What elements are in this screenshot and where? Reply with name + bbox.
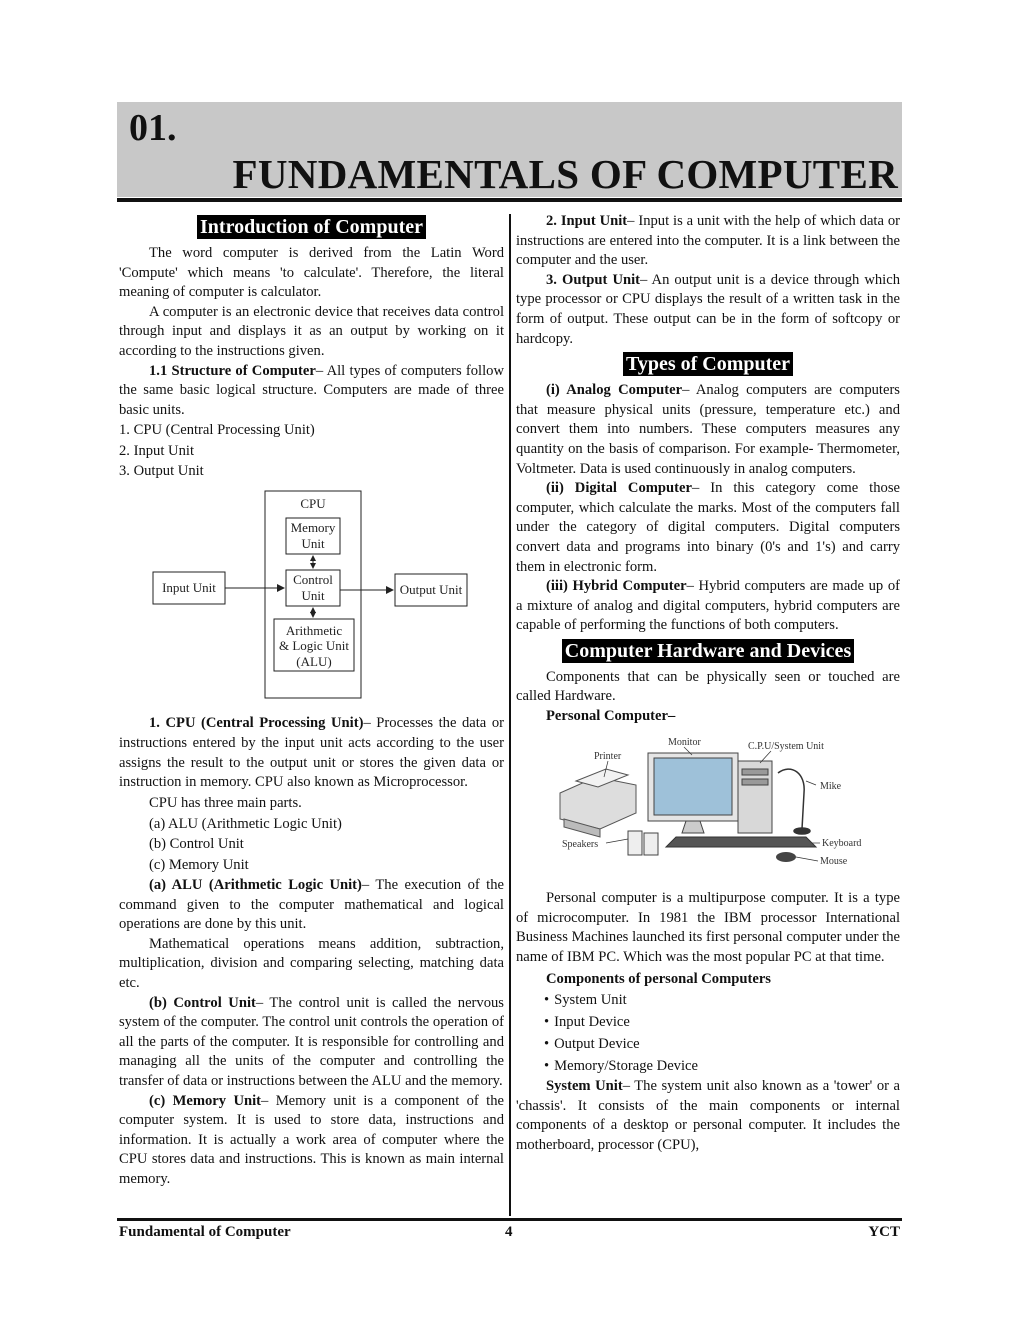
cpu-box <box>264 490 362 699</box>
components-list: System Unit Input Device Output Device M… <box>516 989 900 1077</box>
list-item: (a) ALU (Arithmetic Logic Unit) <box>149 815 342 832</box>
chapter-header: 01. FUNDAMENTALS OF COMPUTER <box>117 102 902 197</box>
list-item: (b) Control Unit <box>149 836 244 853</box>
chapter-title: FUNDAMENTALS OF COMPUTER <box>232 151 898 197</box>
page-number: 4 <box>505 1224 513 1240</box>
svg-text:Memory: Memory <box>291 520 336 535</box>
list-item: Memory/Storage Device <box>544 1055 900 1077</box>
cpu-system-unit-label: C.P.U/System Unit <box>748 741 824 752</box>
footer-book-title: Fundamental of Computer <box>119 1224 291 1240</box>
computer-structure-diagram: CPU Memory Unit Control Unit Arithmetic … <box>152 490 468 699</box>
personal-computer-illustration: Monitor C.P.U/System Unit Printer Mike S… <box>559 737 861 867</box>
column-divider <box>509 214 511 1216</box>
list-item: 3. Output Unit <box>119 463 204 480</box>
paragraph: 1. CPU (Central Processing Unit)– Proces… <box>119 715 504 791</box>
system-unit-icon <box>737 760 773 834</box>
footer-publisher: YCT <box>868 1224 900 1240</box>
output-unit-label: Output Unit <box>400 582 463 597</box>
paragraph: System Unit– The system unit also known … <box>516 1078 900 1153</box>
mouse-label: Mouse <box>820 856 848 867</box>
footer-rule <box>117 1218 902 1221</box>
section-heading-hardware: Computer Hardware and Devices <box>516 638 900 664</box>
printer-icon <box>559 768 637 838</box>
list-item: System Unit <box>544 989 900 1011</box>
list-item: 1. CPU (Central Processing Unit) <box>119 422 315 439</box>
paragraph: (a) ALU (Arithmetic Logic Unit)– The exe… <box>119 877 504 933</box>
output-box <box>394 573 468 607</box>
chapter-number: 01. <box>129 107 177 149</box>
svg-text:(ALU): (ALU) <box>296 654 331 669</box>
speakers-icon <box>627 830 659 856</box>
speakers-label: Speakers <box>562 839 598 850</box>
paragraph: (i) Analog Computer– Analog computers ar… <box>516 382 900 477</box>
paragraph: 2. Input Unit– Input is a unit with the … <box>516 213 900 269</box>
svg-text:Control: Control <box>293 572 333 587</box>
paragraph: (b) Control Unit– The control unit is ca… <box>119 994 504 1089</box>
svg-text:Unit: Unit <box>301 536 325 551</box>
paragraph: Components that can be physically seen o… <box>516 668 900 705</box>
paragraph: Mathematical operations means addition, … <box>119 935 504 991</box>
svg-text:& Logic Unit: & Logic Unit <box>279 638 349 653</box>
monitor-icon <box>647 752 739 834</box>
list-item: 2. Input Unit <box>119 442 194 459</box>
section-heading-introduction: Introduction of Computer <box>119 214 504 240</box>
mouse-icon <box>776 851 796 862</box>
paragraph: (c) Memory Unit– Memory unit is a compon… <box>119 1092 504 1187</box>
list-item: Input Device <box>544 1011 900 1033</box>
paragraph: The word computer is derived from the La… <box>119 245 504 301</box>
cpu-label: CPU <box>300 496 326 511</box>
paragraph: 3. Output Unit– An output unit is a devi… <box>516 271 900 347</box>
paragraph: A computer is an electronic device that … <box>119 303 504 359</box>
printer-label: Printer <box>594 751 622 762</box>
list-item: (c) Memory Unit <box>149 857 249 874</box>
section-heading-types: Types of Computer <box>516 351 900 377</box>
mike-icon <box>777 768 811 835</box>
unit-list: 1. CPU (Central Processing Unit) 2. Inpu… <box>119 420 504 482</box>
keyboard-icon <box>664 836 818 848</box>
paragraph: (ii) Digital Computer– In this category … <box>516 480 900 575</box>
list-item: Output Device <box>544 1033 900 1055</box>
mike-label: Mike <box>820 781 842 792</box>
control-box <box>285 569 341 607</box>
right-column: 2. Input Unit– Input is a unit with the … <box>516 212 900 1156</box>
header-rule <box>117 198 902 202</box>
paragraph: 1.1 Structure of Computer– All types of … <box>119 362 504 418</box>
svg-text:Arithmetic: Arithmetic <box>286 623 343 638</box>
monitor-label: Monitor <box>668 737 701 748</box>
memory-box <box>285 517 341 555</box>
input-unit-label: Input Unit <box>162 580 216 595</box>
cpu-parts: CPU has three main parts. (a) ALU (Arith… <box>119 793 504 876</box>
subheading: Personal Computer– <box>546 708 676 725</box>
alu-box <box>273 618 355 672</box>
paragraph: Personal computer is a multipurpose comp… <box>516 890 900 966</box>
paragraph: (iii) Hybrid Computer– Hybrid computers … <box>516 578 900 634</box>
subheading: Components of personal Computers <box>546 970 771 987</box>
keyboard-label: Keyboard <box>822 838 861 849</box>
left-column: Introduction of Computer The word comput… <box>119 212 504 1190</box>
svg-text:Unit: Unit <box>301 588 325 603</box>
